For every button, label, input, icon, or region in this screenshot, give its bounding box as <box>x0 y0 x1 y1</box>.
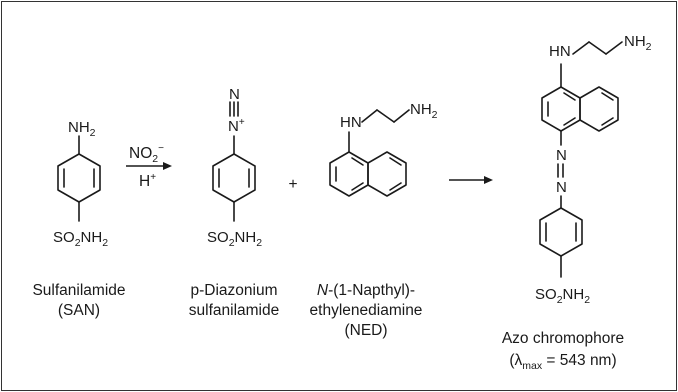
azo-n-lower: N <box>556 179 567 196</box>
ned-name-line3: (NED) <box>344 322 387 339</box>
diazonium-name-line2: sulfanilamide <box>189 302 279 319</box>
plus-sign: + <box>288 176 297 193</box>
azo-hn-label: HN <box>549 43 571 60</box>
diazonium-structure: N+ N SO2NH2 <box>207 86 262 249</box>
reaction-arrow-1: NO2− H+ <box>126 143 172 190</box>
diazonium-name-line1: p-Diazonium <box>190 282 277 299</box>
ned-structure: HN NH2 <box>329 101 438 197</box>
diazonium-n-plus: N+ <box>228 117 245 135</box>
acid-reagent: H+ <box>139 172 156 190</box>
azo-sulfonamide-label: SO2NH2 <box>535 286 590 306</box>
ned-hn-label: HN <box>340 114 362 131</box>
ned-right-ring <box>367 151 407 197</box>
san-amine-label: NH2 <box>68 119 96 139</box>
reaction-arrow-2 <box>449 176 493 184</box>
diazonium-terminal-n: N <box>229 86 240 103</box>
san-structure: NH2 SO2NH2 <box>53 119 108 249</box>
azo-name: Azo chromophore <box>502 330 624 347</box>
azo-n-upper: N <box>556 147 567 164</box>
diazonium-sulfonamide-label: SO2NH2 <box>207 229 262 249</box>
san-abbreviation: (SAN) <box>58 302 100 319</box>
san-sulfonamide-label: SO2NH2 <box>53 229 108 249</box>
azo-lambda-max: (λmax = 543 nm) <box>509 352 616 372</box>
ned-name-line1: N-(1-Napthyl)- <box>317 282 415 299</box>
nitrite-reagent: NO2− <box>129 143 164 165</box>
azo-naphthalene-right-ring <box>579 86 619 132</box>
azo-nh2-label: NH2 <box>624 33 652 53</box>
ned-name-line2: ethylenediamine <box>310 302 423 319</box>
san-name: Sulfanilamide <box>32 282 125 299</box>
ned-nh2-label: NH2 <box>410 101 438 121</box>
azo-structure: HN NH2 N N SO2NH2 <box>535 33 652 306</box>
